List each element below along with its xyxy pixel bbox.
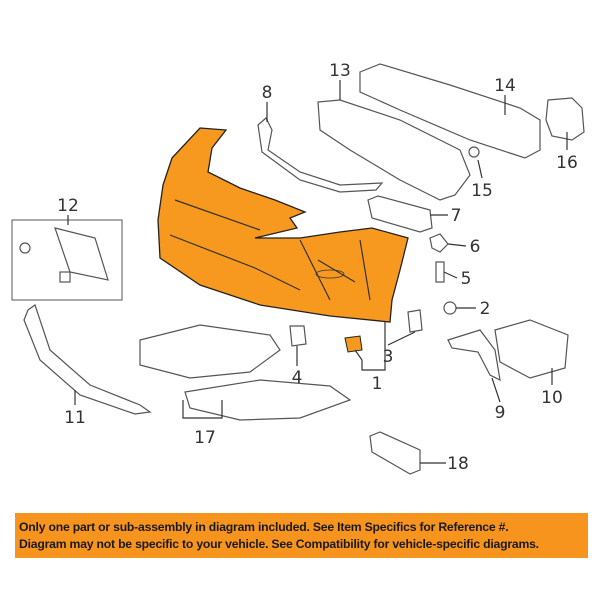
callout-9: 9 — [495, 403, 506, 423]
callout-8: 8 — [262, 83, 273, 103]
callout-5: 5 — [461, 269, 472, 289]
callout-13: 13 — [329, 61, 351, 81]
clip-2-part[interactable] — [443, 301, 457, 315]
clip-4-part[interactable] — [289, 325, 307, 347]
callout-17: 17 — [194, 428, 216, 448]
callout-2: 2 — [480, 299, 491, 319]
callout-6: 6 — [470, 237, 481, 257]
reinforcement-part[interactable] — [359, 63, 541, 159]
splash-shield-upper[interactable] — [139, 324, 281, 379]
screw-12-part — [19, 242, 31, 254]
license-bracket-box — [11, 219, 123, 301]
bracket-16-part[interactable] — [545, 97, 585, 141]
callout-7: 7 — [451, 206, 462, 226]
bumper-bracket-part — [344, 335, 363, 353]
disclaimer-banner: Only one part or sub-assembly in diagram… — [15, 513, 588, 558]
callout-12: 12 — [57, 196, 79, 216]
disclaimer-line-2: Diagram may not be specific to your vehi… — [19, 536, 539, 551]
upper-molding-part[interactable] — [257, 117, 384, 193]
disclaimer-line-1: Only one part or sub-assembly in diagram… — [19, 519, 509, 534]
bracket-3-part[interactable] — [407, 309, 423, 333]
bolt-15-part[interactable] — [468, 146, 480, 158]
fog-bezel-part[interactable] — [447, 329, 501, 382]
bumper-cover-part[interactable] — [157, 127, 409, 323]
clip-6-part[interactable] — [429, 233, 449, 253]
callout-14: 14 — [494, 76, 516, 96]
callout-4: 4 — [292, 368, 303, 388]
callout-11: 11 — [64, 408, 86, 428]
clip-5-part[interactable] — [435, 261, 445, 283]
lower-molding-part[interactable] — [23, 304, 152, 415]
callout-18: 18 — [447, 454, 469, 474]
bracket-7-part[interactable] — [367, 195, 433, 233]
leader-lines — [67, 80, 568, 464]
callout-15: 15 — [471, 181, 493, 201]
callout-10: 10 — [541, 388, 563, 408]
license-bracket-part[interactable] — [54, 227, 109, 281]
callout-3: 3 — [383, 347, 394, 367]
callout-1: 1 — [372, 374, 383, 394]
callout-16: 16 — [556, 153, 578, 173]
grille-insert-part[interactable] — [494, 319, 569, 379]
energy-absorber-part[interactable] — [317, 99, 471, 201]
splash-shield-lower[interactable] — [184, 379, 352, 421]
nut-12-part — [59, 271, 71, 283]
bracket-18-part[interactable] — [369, 431, 421, 475]
